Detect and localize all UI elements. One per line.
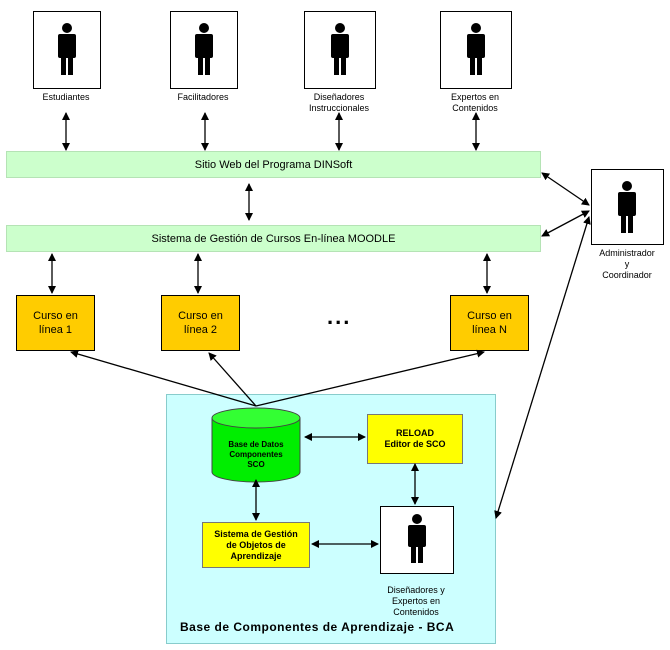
moodle-bar: Sistema de Gestión de Cursos En-línea MO… [6, 225, 541, 252]
more-courses-ellipsis: ... [327, 304, 352, 329]
database-label: Base de Datos Componentes SCO [228, 440, 284, 469]
label-estudiantes: Estudiantes [42, 92, 90, 102]
actor-box-expertos [440, 11, 512, 89]
arrow-admin-bca [494, 216, 591, 519]
actor-box-administrador [591, 169, 664, 245]
database-icon [211, 407, 301, 483]
bca-title: Base de Componentes de Aprendizaje - BCA [180, 620, 455, 634]
arrow-moodle-admin [541, 210, 590, 237]
actor-box-disenadores [304, 11, 376, 89]
actor-box-disenadores-expertos [380, 506, 454, 574]
sitio-web-bar: Sitio Web del Programa DINSoft [6, 151, 541, 178]
label-disenadores-instruccionales: Diseñadores Instruccionales [308, 92, 370, 113]
person-icon [58, 23, 76, 75]
arrow-db-curso2 [208, 352, 257, 407]
label-disenadores-expertos: Diseñadores y Expertos en Contenidos [387, 585, 445, 617]
person-icon [195, 23, 213, 75]
person-icon [331, 23, 349, 75]
label-facilitadores: Facilitadores [177, 92, 229, 102]
label-expertos-contenidos: Expertos en Contenidos [450, 92, 500, 113]
person-icon [408, 514, 426, 563]
actor-box-estudiantes [33, 11, 101, 89]
arrow-sitio-admin [541, 172, 590, 206]
arrow-db-curson [255, 349, 485, 407]
actor-box-facilitadores [170, 11, 238, 89]
person-icon [467, 23, 485, 75]
sitio-web-label: Sitio Web del Programa DINSoft [194, 158, 353, 171]
arrow-db-curso1 [70, 350, 257, 407]
person-icon [618, 181, 636, 233]
label-administrador-coordinador: Administrador y Coordinador [599, 248, 655, 280]
moodle-label: Sistema de Gestión de Cursos En-línea MO… [151, 232, 396, 245]
